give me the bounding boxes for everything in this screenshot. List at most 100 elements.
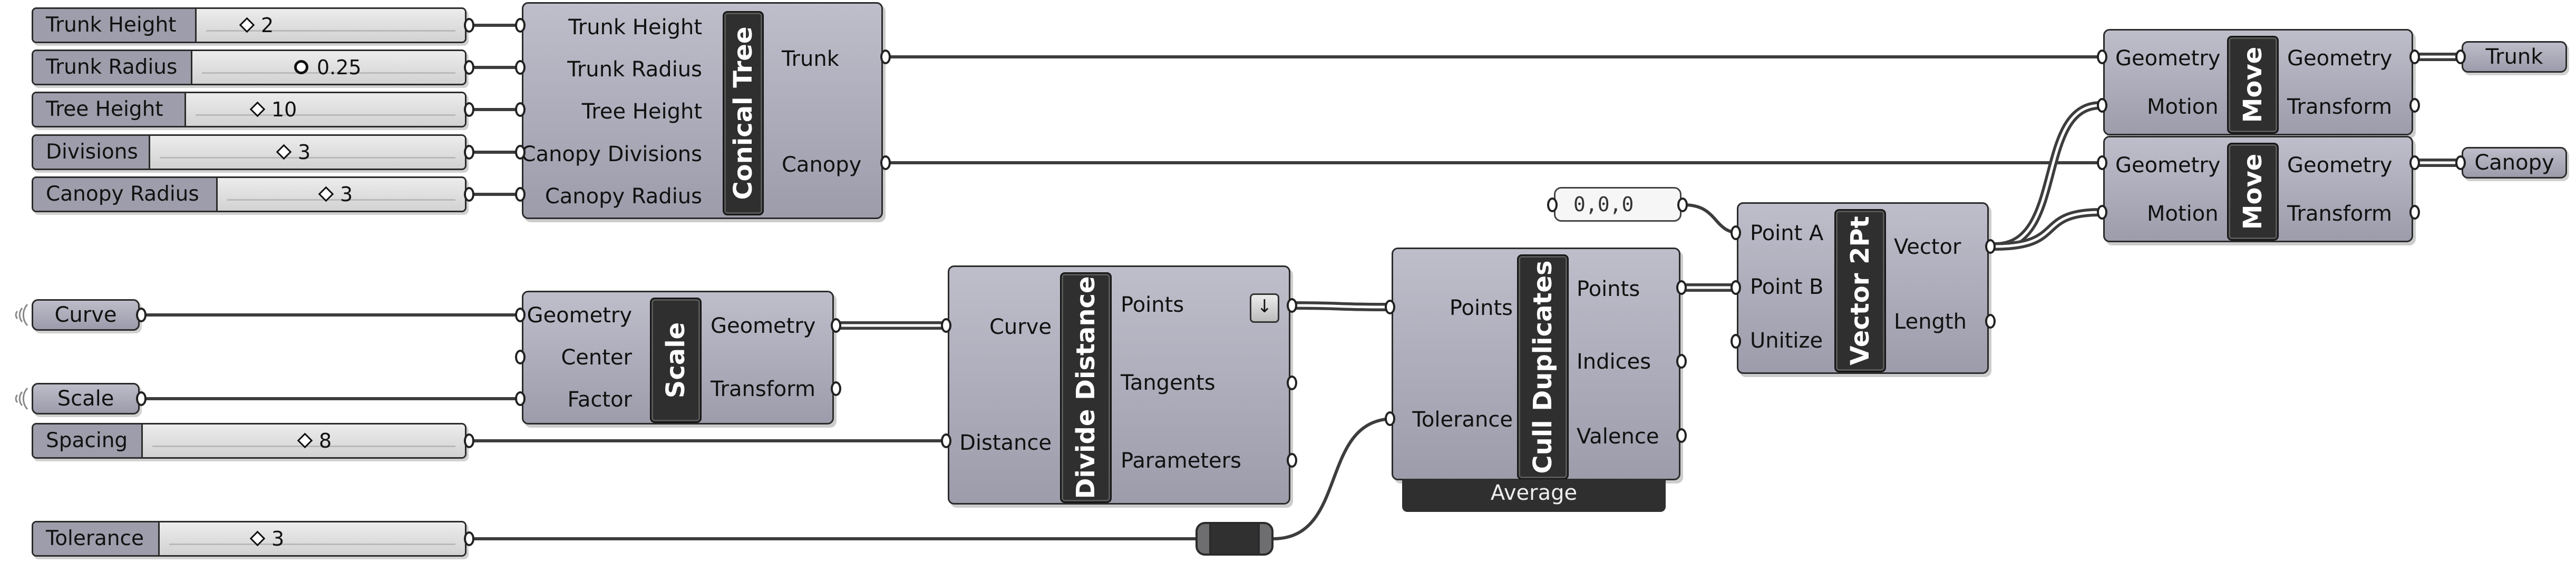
slider-track[interactable] [150, 136, 465, 169]
input-grip[interactable] [515, 18, 526, 33]
relay-node[interactable] [1195, 522, 1274, 556]
input-grip[interactable] [1731, 280, 1741, 295]
output-grip[interactable] [464, 145, 474, 160]
component-scale[interactable]: Geometry Center Factor Scale Geometry Tr… [522, 291, 834, 424]
input-grip[interactable] [1385, 300, 1395, 314]
input-grip[interactable] [1547, 197, 1558, 212]
output-grip[interactable] [2409, 155, 2420, 170]
output-parameters[interactable]: Parameters [1121, 449, 1241, 473]
output-geometry[interactable]: Geometry [711, 314, 816, 338]
panel-origin-vector[interactable]: 0,0,0 [1554, 187, 1681, 222]
output-grip[interactable] [2409, 50, 2420, 64]
output-canopy[interactable]: Canopy [782, 153, 862, 177]
output-transform[interactable]: Transform [711, 377, 815, 401]
input-grip[interactable] [2097, 155, 2107, 170]
input-trunk-radius[interactable]: Trunk Radius [567, 57, 702, 82]
input-motion[interactable]: Motion [2147, 95, 2219, 119]
output-grip[interactable] [1676, 280, 1687, 295]
output-grip[interactable] [136, 308, 147, 322]
output-geometry[interactable]: Geometry [2287, 153, 2393, 177]
output-grip[interactable] [831, 381, 841, 396]
input-points[interactable]: Points [1449, 296, 1513, 320]
diamond-knob-icon[interactable] [318, 186, 334, 202]
output-grip[interactable] [2409, 98, 2420, 113]
slider-value[interactable]: 3 [318, 178, 353, 211]
input-grip[interactable] [2455, 50, 2466, 64]
output-grip[interactable] [464, 60, 474, 75]
input-grip[interactable] [2097, 205, 2107, 220]
output-grip[interactable] [831, 318, 841, 333]
output-transform[interactable]: Transform [2287, 95, 2392, 119]
slider-canopy-radius[interactable]: Canopy Radius 3 [32, 176, 466, 212]
input-grip[interactable] [2097, 98, 2107, 113]
output-grip[interactable] [136, 391, 147, 406]
circle-knob-icon[interactable] [294, 60, 308, 74]
slider-track[interactable] [192, 51, 465, 84]
output-grip[interactable] [464, 531, 474, 546]
param-canopy[interactable]: Canopy [2462, 147, 2567, 179]
slider-spacing[interactable]: Spacing 8 [32, 423, 466, 459]
slider-track[interactable] [160, 522, 465, 555]
input-grip[interactable] [1731, 225, 1741, 240]
slider-tree-height[interactable]: Tree Height 10 [32, 92, 466, 127]
slider-track[interactable] [186, 93, 465, 126]
input-motion[interactable]: Motion [2147, 202, 2219, 226]
footer-mode-average[interactable]: Average [1402, 479, 1666, 512]
input-grip[interactable] [515, 308, 526, 322]
input-grip[interactable] [515, 102, 526, 117]
input-grip[interactable] [1731, 334, 1741, 349]
output-grip[interactable] [1287, 298, 1297, 313]
diamond-knob-icon[interactable] [249, 530, 266, 547]
input-grip[interactable] [2455, 155, 2466, 170]
input-unitize[interactable]: Unitize [1750, 329, 1823, 353]
slider-value[interactable]: 2 [239, 9, 274, 42]
input-grip[interactable] [941, 318, 951, 333]
param-trunk[interactable]: Trunk [2462, 41, 2567, 73]
input-grip[interactable] [515, 145, 526, 160]
flatten-down-arrow-icon[interactable]: ↓ [1250, 293, 1279, 323]
diamond-knob-icon[interactable] [249, 101, 266, 117]
input-grip[interactable] [1385, 411, 1395, 426]
slider-trunk-radius[interactable]: Trunk Radius 0.25 [32, 50, 466, 85]
output-grip[interactable] [1676, 354, 1687, 369]
diamond-knob-icon[interactable] [297, 432, 313, 449]
input-canopy-radius[interactable]: Canopy Radius [545, 184, 702, 209]
input-center[interactable]: Center [561, 345, 632, 370]
input-grip[interactable] [515, 391, 526, 406]
input-geometry[interactable]: Geometry [2115, 46, 2221, 71]
input-curve[interactable]: Curve [989, 315, 1052, 339]
output-points[interactable]: Points [1121, 293, 1184, 317]
output-grip[interactable] [880, 155, 891, 170]
component-move-trunk[interactable]: Geometry Motion Move Geometry Transform [2103, 29, 2413, 135]
slider-track[interactable] [197, 9, 465, 42]
input-grip[interactable] [515, 350, 526, 364]
input-grip[interactable] [941, 433, 951, 448]
component-conical-tree[interactable]: Trunk Height Trunk Radius Tree Height Ca… [521, 2, 883, 219]
output-points[interactable]: Points [1577, 277, 1640, 301]
output-grip[interactable] [1985, 239, 1996, 254]
param-scale[interactable]: Scale [32, 383, 140, 414]
slider-value[interactable]: 3 [276, 136, 310, 169]
output-grip[interactable] [1677, 197, 1688, 212]
slider-value[interactable]: 0.25 [294, 51, 362, 84]
input-grip[interactable] [515, 60, 526, 75]
output-grip[interactable] [1985, 314, 1996, 329]
slider-value[interactable]: 8 [297, 424, 332, 457]
input-tree-height[interactable]: Tree Height [581, 100, 702, 124]
output-grip[interactable] [464, 18, 474, 33]
output-transform[interactable]: Transform [2287, 202, 2392, 226]
output-vector[interactable]: Vector [1894, 235, 1961, 259]
slider-tolerance[interactable]: Tolerance 3 [32, 521, 466, 557]
slider-value[interactable]: 3 [249, 522, 284, 555]
input-geometry[interactable]: Geometry [2115, 153, 2221, 177]
output-grip[interactable] [1676, 428, 1687, 443]
output-grip[interactable] [1287, 376, 1297, 390]
output-grip[interactable] [464, 102, 474, 117]
output-grip[interactable] [880, 50, 891, 64]
input-factor[interactable]: Factor [567, 388, 632, 412]
input-grip[interactable] [2097, 50, 2107, 64]
input-distance[interactable]: Distance [959, 431, 1052, 455]
param-curve[interactable]: Curve [32, 299, 140, 331]
component-divide-distance[interactable]: Curve Distance Divide Distance Points Ta… [948, 265, 1290, 505]
output-grip[interactable] [464, 433, 474, 448]
